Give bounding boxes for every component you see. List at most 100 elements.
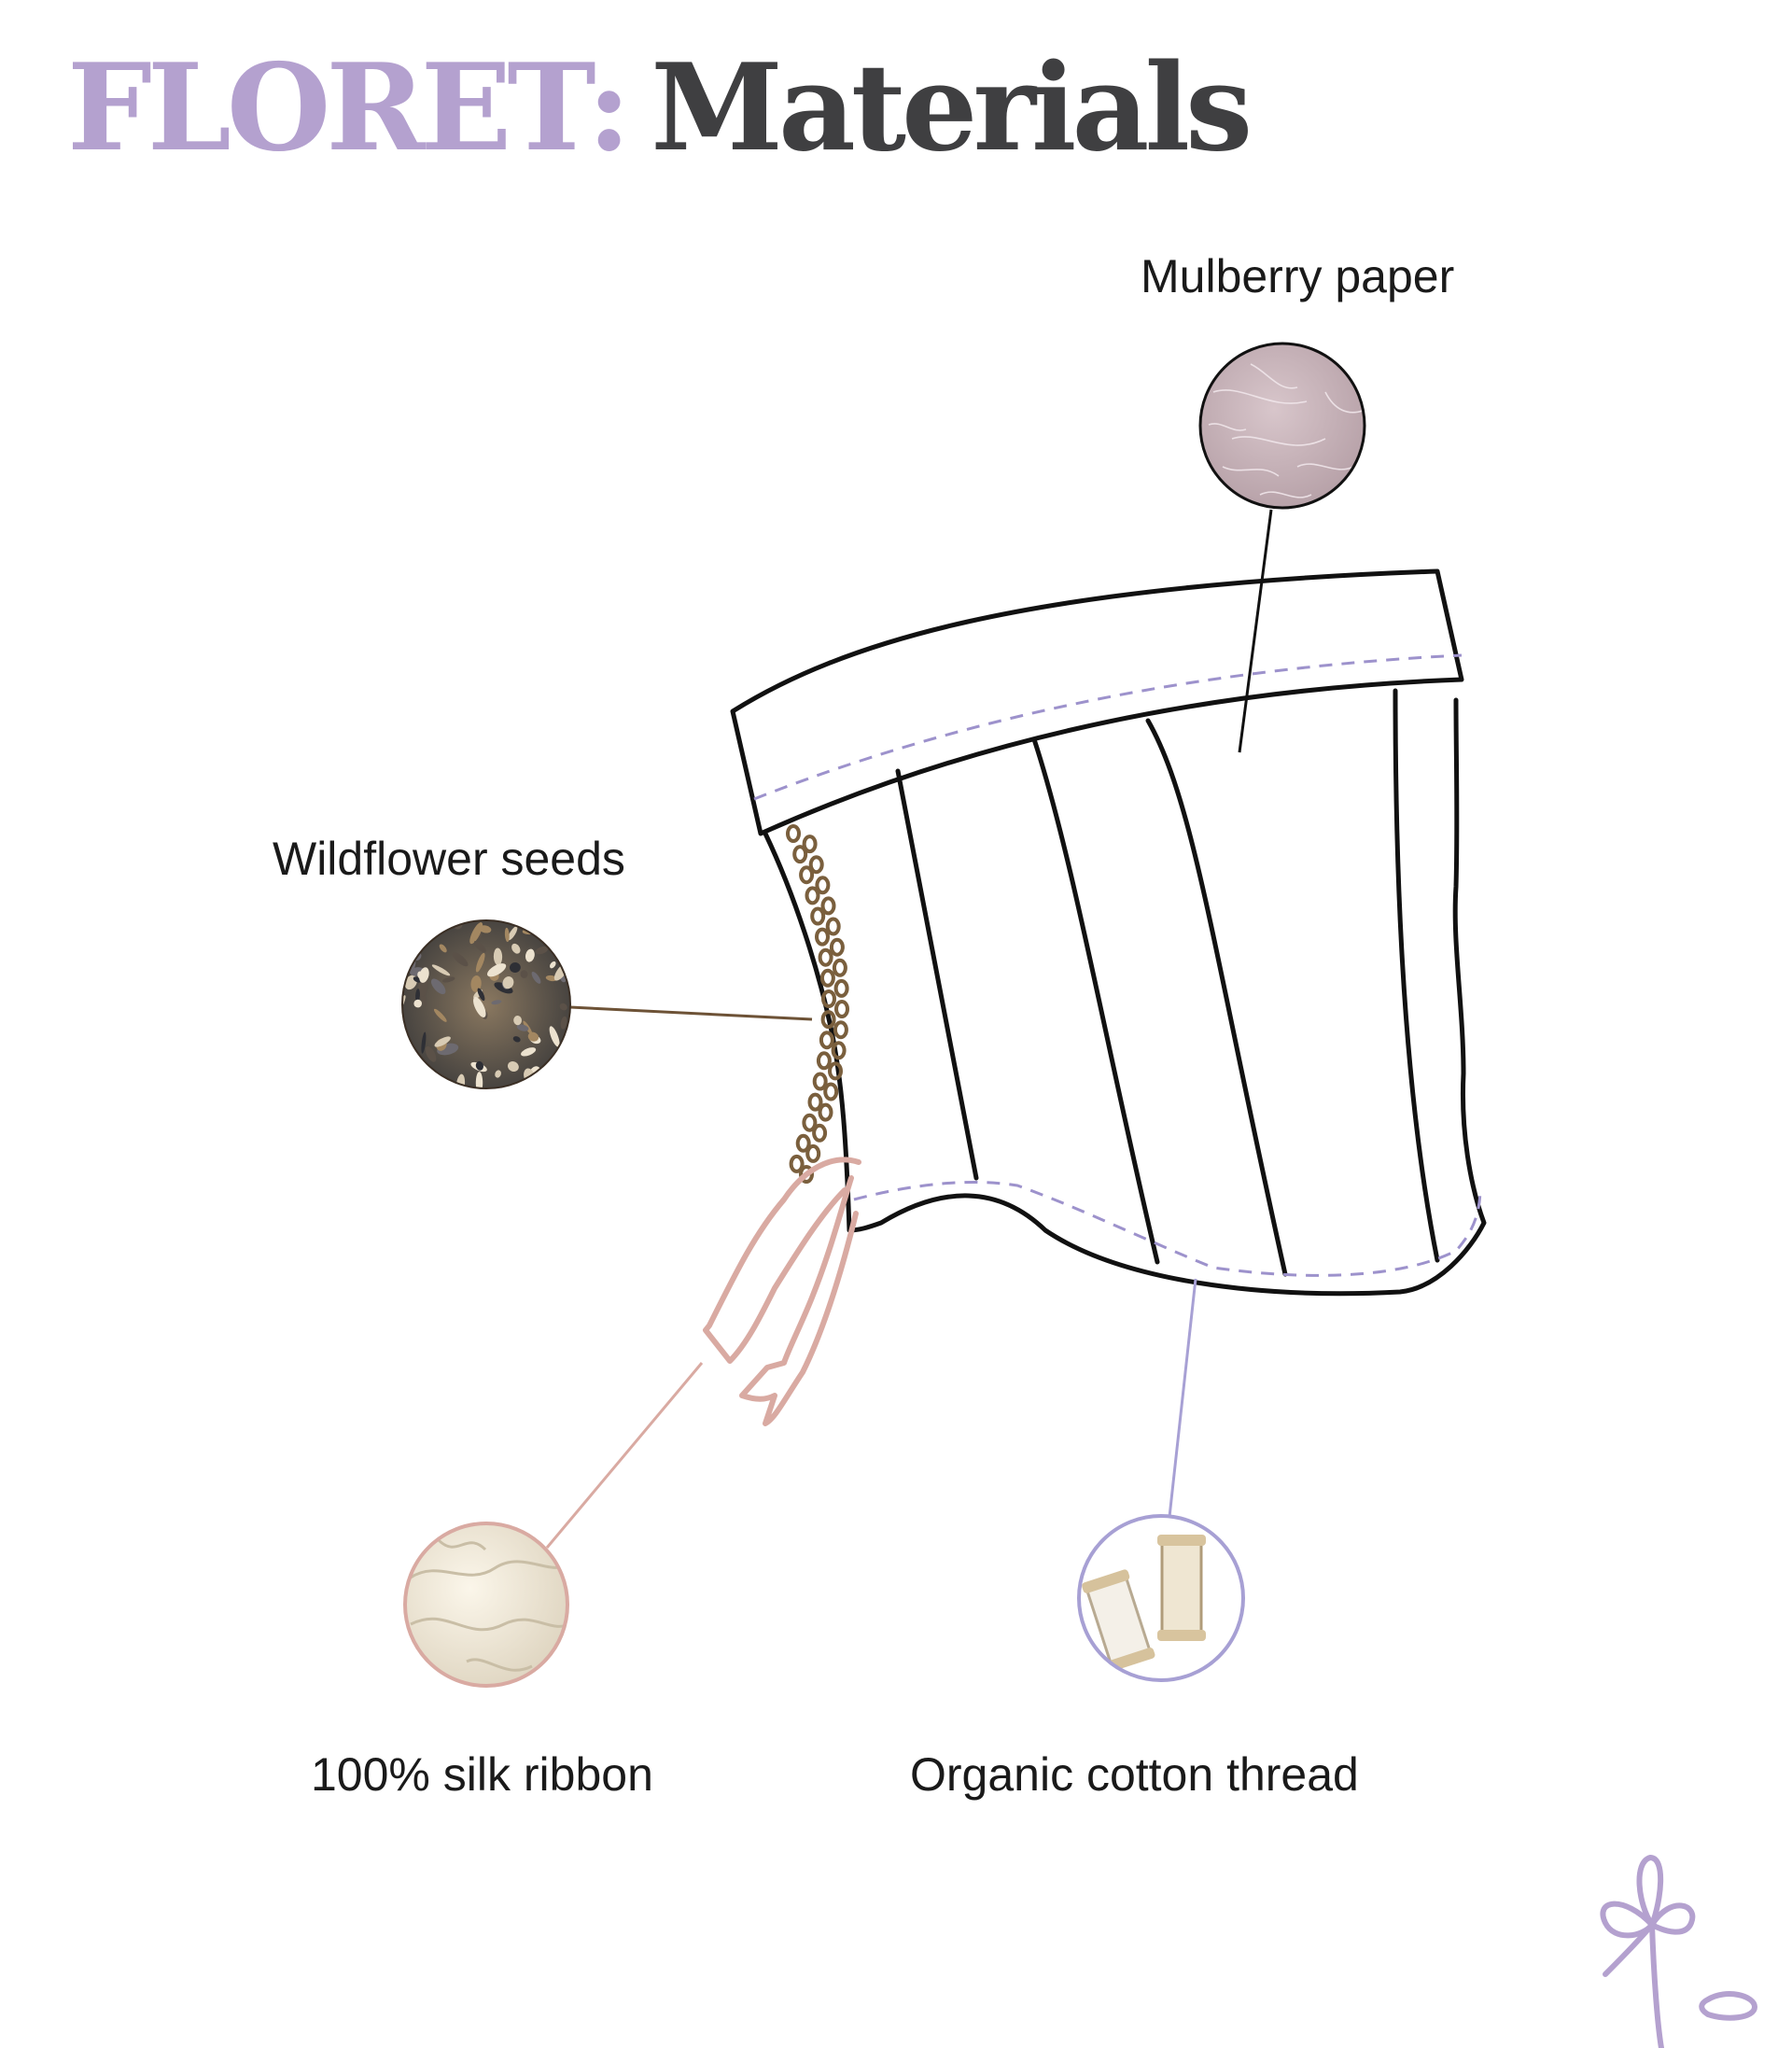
seed-mark [795, 1133, 811, 1153]
seed-grain [477, 988, 485, 1002]
seed-mark [825, 917, 841, 936]
seed-grain [410, 1070, 421, 1082]
thread-spools-icon [1082, 1535, 1206, 1672]
label-wildflower-seeds: Wildflower seeds [273, 833, 625, 885]
pot-rim [730, 568, 1464, 836]
mulberry-paper-swatch [1198, 342, 1366, 510]
silk-ribbon-swatch [403, 1522, 569, 1688]
seed-grain [493, 947, 503, 966]
seed-grain [561, 1065, 569, 1076]
seed-grain [544, 1073, 558, 1086]
base-stitch [853, 1181, 1482, 1277]
pot-outline [730, 568, 1487, 1297]
ribbon-strand-a [703, 1157, 861, 1364]
pot-fold-2 [1031, 736, 1160, 1265]
silk-ribbon-drawing [703, 1157, 861, 1426]
seed-grain [521, 1047, 537, 1057]
seed-grain [510, 961, 521, 974]
seed-mark [818, 1102, 833, 1122]
seed-grain [430, 978, 446, 995]
seed-grain [560, 1016, 567, 1030]
seed-grain [494, 982, 513, 994]
seed-mark [833, 1020, 848, 1040]
seed-grain [559, 1003, 567, 1011]
seed-grain [434, 1036, 451, 1047]
leader-seeds [569, 1005, 813, 1021]
seed-grain [411, 929, 422, 935]
seed-grain [535, 946, 549, 955]
pot-body [763, 697, 1487, 1297]
seed-mark [802, 1113, 818, 1132]
seed-grain [525, 948, 535, 962]
seed-grain [512, 1036, 521, 1043]
wildflower-seeds-swatch [401, 919, 571, 1089]
seed-mark [812, 1123, 828, 1143]
seed-grain [531, 971, 541, 984]
seed-grain [550, 961, 556, 969]
ribbon-strand-b [739, 1175, 859, 1426]
seed-grain [527, 1031, 539, 1042]
leader-paper [1238, 509, 1273, 753]
seed-grain [420, 920, 441, 929]
seed-strip [786, 824, 849, 1184]
ribbon-bow-icon [1600, 1855, 1757, 2048]
seed-mark [819, 968, 835, 988]
seed-mark [821, 989, 836, 1008]
seed-grain [418, 920, 432, 933]
seed-mark [810, 906, 826, 926]
seed-grain [469, 922, 483, 945]
seed-grain [413, 999, 423, 1008]
seed-mark [832, 958, 847, 977]
seed-mark [831, 1041, 847, 1060]
seed-grain [425, 1045, 437, 1062]
seed-grain [441, 976, 455, 983]
label-silk-ribbon: 100% silk ribbon [311, 1748, 653, 1801]
seed-grain [550, 931, 557, 946]
seed-grain [402, 1040, 410, 1055]
seed-grain [555, 920, 568, 925]
seed-grain [452, 952, 469, 967]
seed-mark [820, 1010, 836, 1030]
pot-fold-3 [1145, 718, 1288, 1277]
seed-mark [833, 978, 849, 998]
seed-mark [815, 927, 830, 947]
leader-thread [1168, 1278, 1197, 1518]
seed-grain [402, 1078, 411, 1088]
seed-grain [431, 964, 451, 976]
cotton-thread-swatch [1077, 1514, 1245, 1682]
seed-grain [508, 926, 518, 941]
seed-grain [402, 945, 412, 957]
seed-mark [819, 1031, 834, 1050]
seed-grain [516, 1024, 529, 1031]
seed-mark [799, 1165, 814, 1184]
label-mulberry-paper: Mulberry paper [1141, 250, 1455, 302]
seed-mark [792, 845, 808, 864]
seed-grain [507, 1060, 519, 1073]
seed-mark [828, 1061, 843, 1081]
pot-fold-4 [1393, 688, 1440, 1263]
seed-mark [820, 896, 836, 916]
seed-mark [834, 1000, 849, 1018]
seed-grain [513, 1016, 523, 1026]
seed-mark [818, 947, 833, 967]
seed-mark [789, 1154, 805, 1173]
seed-mark [815, 876, 831, 895]
leader-ribbon [545, 1362, 704, 1549]
seed-grain [511, 943, 521, 954]
seed-mark [812, 1072, 828, 1091]
seed-grain [421, 1031, 427, 1054]
seed-grain [475, 1060, 483, 1071]
seed-mark [823, 1082, 839, 1101]
seed-mark [786, 824, 801, 843]
seed-grain [491, 1000, 502, 1005]
seed-mark [808, 855, 824, 875]
seed-grain [473, 997, 486, 1017]
seed-grain [439, 944, 447, 953]
seed-mark [802, 835, 818, 854]
seed-grain [520, 970, 528, 978]
title-word: Materials [651, 38, 1253, 178]
seed-grain [495, 1070, 501, 1078]
seed-grain [475, 1072, 483, 1088]
page-title: FLORET:Materials [67, 49, 1253, 168]
